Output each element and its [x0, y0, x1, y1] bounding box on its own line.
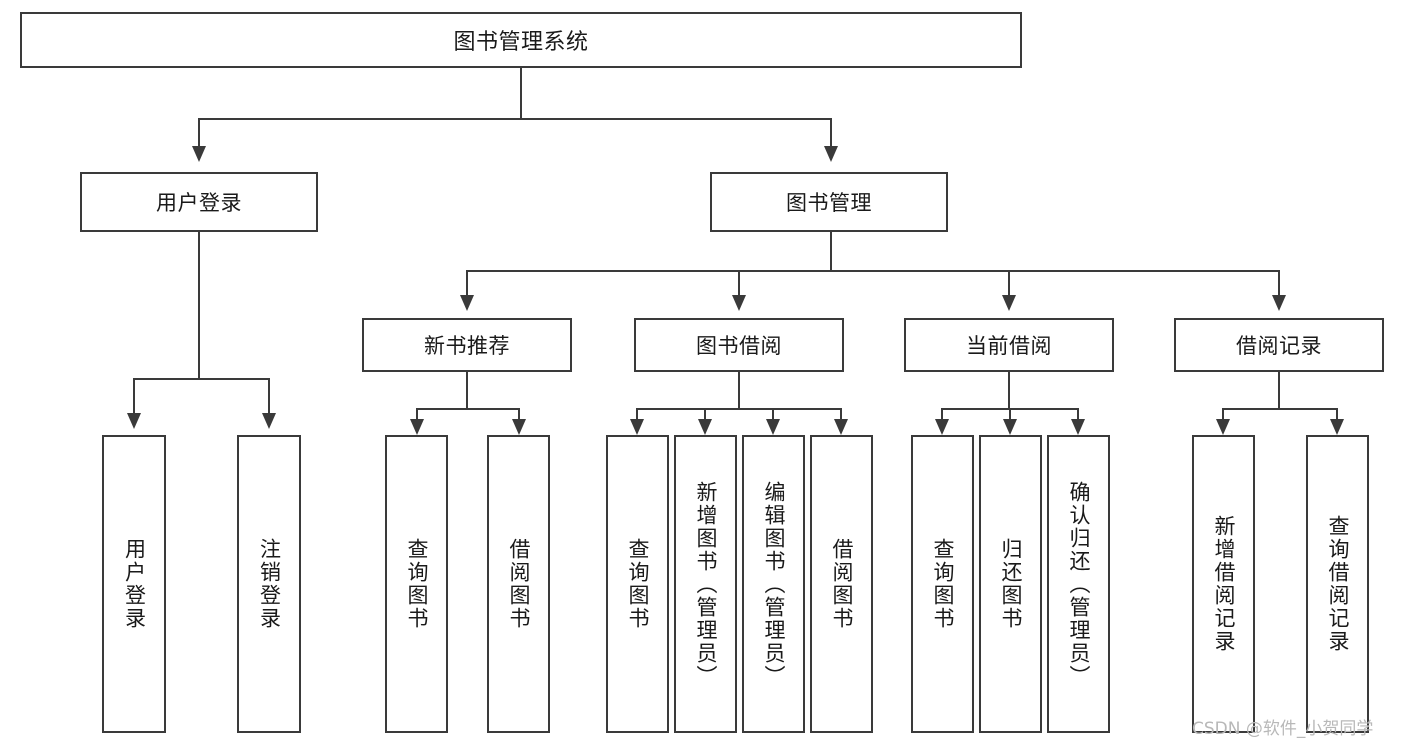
leaf-user-login-logout[interactable]: 注销登录	[237, 435, 301, 733]
edge-user-login-bus	[133, 378, 268, 380]
edge-borrow-records-drop-2	[1336, 408, 1338, 420]
edge-book-borrow-drop-3	[772, 408, 774, 420]
leaf-book-borrow-query[interactable]: 查询图书	[606, 435, 669, 733]
node-book-management-label: 图书管理	[786, 191, 872, 215]
arrow-leaf-book-borrow-2	[698, 419, 712, 435]
leaf-book-borrow-borrow-label: 借阅图书	[830, 538, 854, 630]
edge-borrow-records-bus	[1222, 408, 1336, 410]
edge-root-stem	[520, 68, 522, 118]
arrow-leaf-user-login-2	[262, 413, 276, 429]
arrow-to-borrow-records	[1272, 295, 1286, 311]
arrow-leaf-new-book-2	[512, 419, 526, 435]
node-new-book-recommend-label: 新书推荐	[424, 334, 510, 358]
leaf-book-borrow-add[interactable]: 新增图书（管理员）	[674, 435, 737, 733]
edge-new-book-stem	[466, 372, 468, 410]
arrow-to-new-book	[460, 295, 474, 311]
edge-book-borrow-drop-1	[636, 408, 638, 420]
arrow-leaf-book-borrow-4	[834, 419, 848, 435]
edge-current-borrow-drop-2	[1009, 408, 1011, 420]
arrow-leaf-book-borrow-3	[766, 419, 780, 435]
edge-root-bus	[198, 118, 832, 120]
leaf-current-confirm-return[interactable]: 确认归还（管理员）	[1047, 435, 1110, 733]
arrow-to-current-borrow	[1002, 295, 1016, 311]
edge-book-borrow-drop-4	[840, 408, 842, 420]
node-borrow-records[interactable]: 借阅记录	[1174, 318, 1384, 372]
leaf-current-query-label: 查询图书	[931, 538, 955, 630]
leaf-records-query[interactable]: 查询借阅记录	[1306, 435, 1369, 733]
leaf-records-add-label: 新增借阅记录	[1212, 515, 1236, 653]
edge-book-mgmt-drop-3	[1008, 270, 1010, 295]
leaf-current-query[interactable]: 查询图书	[911, 435, 974, 733]
leaf-current-return-label: 归还图书	[999, 538, 1023, 630]
edge-user-login-drop-2	[268, 378, 270, 413]
leaf-records-query-label: 查询借阅记录	[1326, 515, 1350, 653]
node-root-label: 图书管理系统	[453, 30, 589, 55]
leaf-book-borrow-query-label: 查询图书	[626, 538, 650, 630]
arrow-to-book-borrow	[732, 295, 746, 311]
arrow-leaf-borrow-records-1	[1216, 419, 1230, 435]
edge-book-mgmt-stem	[830, 232, 832, 272]
edge-user-login-stem	[198, 232, 200, 380]
edge-to-book-mgmt	[830, 118, 832, 146]
leaf-current-return[interactable]: 归还图书	[979, 435, 1042, 733]
edge-current-borrow-drop-3	[1077, 408, 1079, 420]
edge-book-mgmt-drop-2	[738, 270, 740, 295]
node-user-login-label: 用户登录	[156, 191, 242, 215]
edge-current-borrow-drop-1	[941, 408, 943, 420]
leaf-book-borrow-edit[interactable]: 编辑图书（管理员）	[742, 435, 805, 733]
arrow-leaf-current-borrow-1	[935, 419, 949, 435]
leaf-records-add[interactable]: 新增借阅记录	[1192, 435, 1255, 733]
edge-book-borrow-drop-2	[704, 408, 706, 420]
leaf-book-borrow-borrow[interactable]: 借阅图书	[810, 435, 873, 733]
edge-book-mgmt-drop-1	[466, 270, 468, 295]
node-new-book-recommend[interactable]: 新书推荐	[362, 318, 572, 372]
arrow-to-user-login	[192, 146, 206, 162]
edge-new-book-drop-1	[416, 408, 418, 420]
node-current-borrow-label: 当前借阅	[966, 334, 1052, 358]
arrow-leaf-user-login-1	[127, 413, 141, 429]
leaf-user-login-login[interactable]: 用户登录	[102, 435, 166, 733]
arrow-to-book-mgmt	[824, 146, 838, 162]
arrow-leaf-book-borrow-1	[630, 419, 644, 435]
leaf-user-login-logout-label: 注销登录	[257, 538, 282, 630]
edge-book-borrow-bus	[636, 408, 842, 410]
edge-book-mgmt-bus	[466, 270, 1278, 272]
leaf-new-book-borrow[interactable]: 借阅图书	[487, 435, 550, 733]
arrow-leaf-borrow-records-2	[1330, 419, 1344, 435]
edge-new-book-drop-2	[518, 408, 520, 420]
leaf-new-book-query[interactable]: 查询图书	[385, 435, 448, 733]
node-book-management[interactable]: 图书管理	[710, 172, 948, 232]
edge-user-login-drop-1	[133, 378, 135, 413]
leaf-book-borrow-add-label: 新增图书（管理员）	[694, 480, 718, 688]
arrow-leaf-current-borrow-3	[1071, 419, 1085, 435]
leaf-book-borrow-edit-label: 编辑图书（管理员）	[762, 480, 786, 688]
node-user-login[interactable]: 用户登录	[80, 172, 318, 232]
node-root[interactable]: 图书管理系统	[20, 12, 1022, 68]
node-borrow-records-label: 借阅记录	[1236, 334, 1322, 358]
node-book-borrow-label: 图书借阅	[696, 334, 782, 358]
edge-to-user-login	[198, 118, 200, 146]
edge-current-borrow-stem	[1008, 372, 1010, 410]
arrow-leaf-current-borrow-2	[1003, 419, 1017, 435]
leaf-current-confirm-return-label: 确认归还（管理员）	[1067, 480, 1091, 688]
node-book-borrow[interactable]: 图书借阅	[634, 318, 844, 372]
edge-new-book-bus	[416, 408, 518, 410]
edge-borrow-records-stem	[1278, 372, 1280, 410]
leaf-user-login-login-label: 用户登录	[122, 538, 147, 630]
node-current-borrow[interactable]: 当前借阅	[904, 318, 1114, 372]
arrow-leaf-new-book-1	[410, 419, 424, 435]
edge-borrow-records-drop-1	[1222, 408, 1224, 420]
leaf-new-book-borrow-label: 借阅图书	[507, 538, 531, 630]
edge-book-borrow-stem	[738, 372, 740, 410]
leaf-new-book-query-label: 查询图书	[405, 538, 429, 630]
edge-book-mgmt-drop-4	[1278, 270, 1280, 295]
